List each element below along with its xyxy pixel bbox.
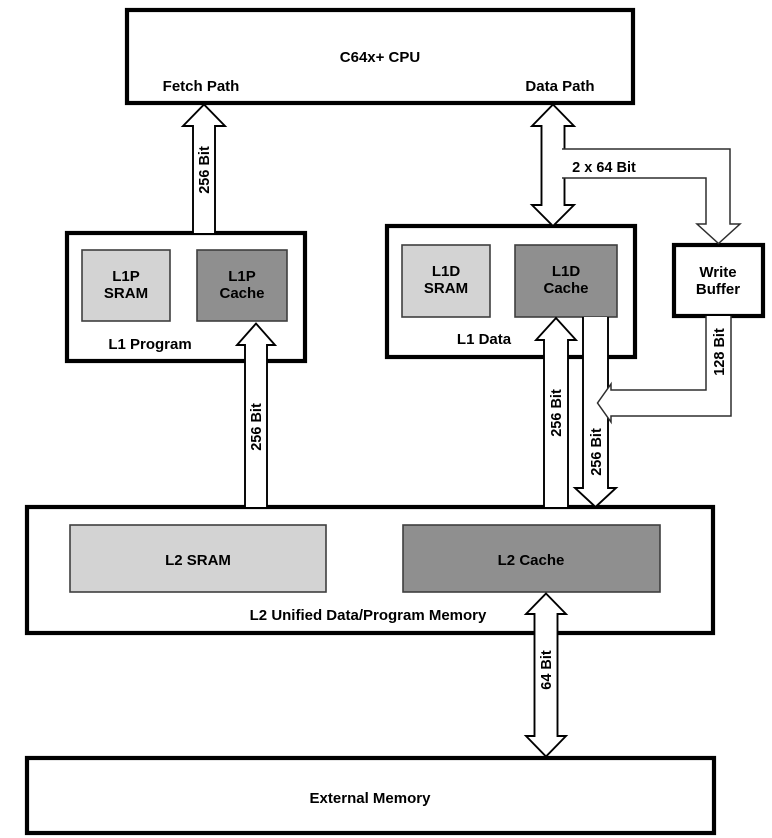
bus-128-label: 128 Bit (712, 328, 728, 376)
cpu-label: C64x+ CPU (340, 49, 420, 66)
data-to-write-buffer-arrow (562, 148, 742, 245)
fetch-path-arrow (180, 103, 228, 233)
l2-cache-label: L2 Cache (498, 552, 565, 569)
l1p-sram-block (81, 249, 171, 322)
write-buffer-box (671, 242, 766, 319)
bus-l2-l1d-256-label: 256 Bit (549, 389, 565, 437)
l1d-sram-label-line1: L1D (432, 263, 461, 280)
l2-to-l1d-arrow (533, 316, 579, 507)
l1p-cache-label-line1: L1P (228, 268, 256, 285)
data-path-label: Data Path (525, 78, 594, 95)
write-buffer-label-line2: Buffer (696, 281, 740, 298)
bus-2x64-label: 2 x 64 Bit (572, 160, 636, 176)
l1-program-label: L1 Program (108, 336, 191, 353)
l1-data-label: L1 Data (457, 331, 512, 348)
bus-l1d-l2-256-label: 256 Bit (589, 428, 605, 476)
write-buffer-label-line1: Write (699, 264, 736, 281)
l2-sram-label: L2 SRAM (165, 552, 231, 569)
external-memory-label: External Memory (310, 790, 432, 807)
write-buffer-out-arrow (596, 316, 732, 425)
l1p-cache-block (196, 249, 288, 322)
bus-64-label: 64 Bit (539, 650, 555, 690)
l1d-cache-label-line1: L1D (552, 263, 581, 280)
l1d-sram-label-line2: SRAM (424, 280, 468, 297)
l1d-cache-block (514, 244, 618, 318)
l1d-sram-block (401, 244, 491, 318)
fetch-path-label: Fetch Path (163, 78, 240, 95)
l2-sram-block (69, 524, 327, 593)
bus-l2-l1p-256-label: 256 Bit (249, 403, 265, 451)
l1d-to-l2-arrow (572, 317, 619, 509)
l1p-sram-label-line1: L1P (112, 268, 140, 285)
l1d-cache-label-line2: Cache (543, 280, 588, 297)
l2-to-l1p-arrow (234, 322, 278, 507)
l1p-sram-label-line2: SRAM (104, 285, 148, 302)
cpu-box (124, 7, 636, 106)
bus-fetch-256-label: 256 Bit (197, 146, 213, 194)
l2-to-external-arrow (523, 592, 569, 758)
data-path-arrow (529, 103, 577, 228)
l2-cache-block (402, 524, 661, 593)
external-memory-box (24, 755, 717, 836)
l2-label: L2 Unified Data/Program Memory (250, 607, 487, 624)
l1p-cache-label-line2: Cache (219, 285, 264, 302)
